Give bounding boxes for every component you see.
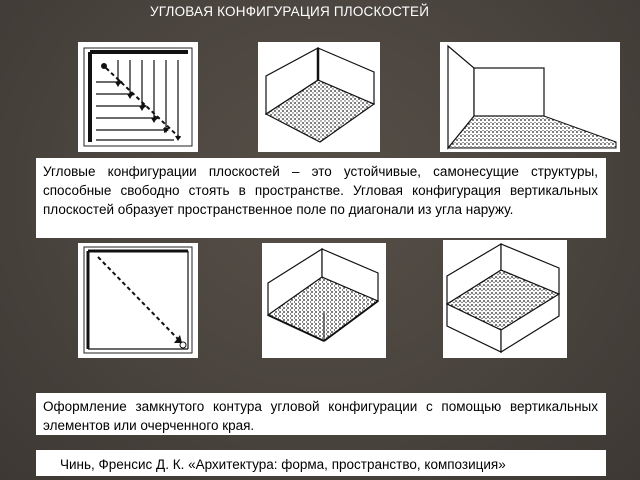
perspective-corner-room-icon bbox=[440, 42, 620, 152]
isometric-enclosed-box-icon bbox=[262, 243, 386, 358]
isometric-corner-walls-icon bbox=[258, 42, 380, 152]
paragraph-enclosure-description: Оформление замкнутого контура угловой ко… bbox=[43, 399, 598, 433]
isometric-enclosed-box-alt-icon bbox=[443, 240, 567, 358]
plan-corner-arrows-icon bbox=[78, 42, 198, 152]
plan-enclosed-diagonal-icon bbox=[78, 243, 198, 358]
slide-title: УГЛОВАЯ КОНФИГУРАЦИЯ ПЛОСКОСТЕЙ bbox=[150, 4, 430, 19]
text-band-1 bbox=[36, 158, 606, 238]
source-credit: Чинь, Френсис Д. К. «Архитектура: форма,… bbox=[60, 457, 506, 472]
text-band-2 bbox=[36, 393, 606, 435]
paragraph-corner-description: Угловые конфигурации плоскостей – это ус… bbox=[43, 164, 598, 217]
credit-band bbox=[36, 450, 606, 476]
